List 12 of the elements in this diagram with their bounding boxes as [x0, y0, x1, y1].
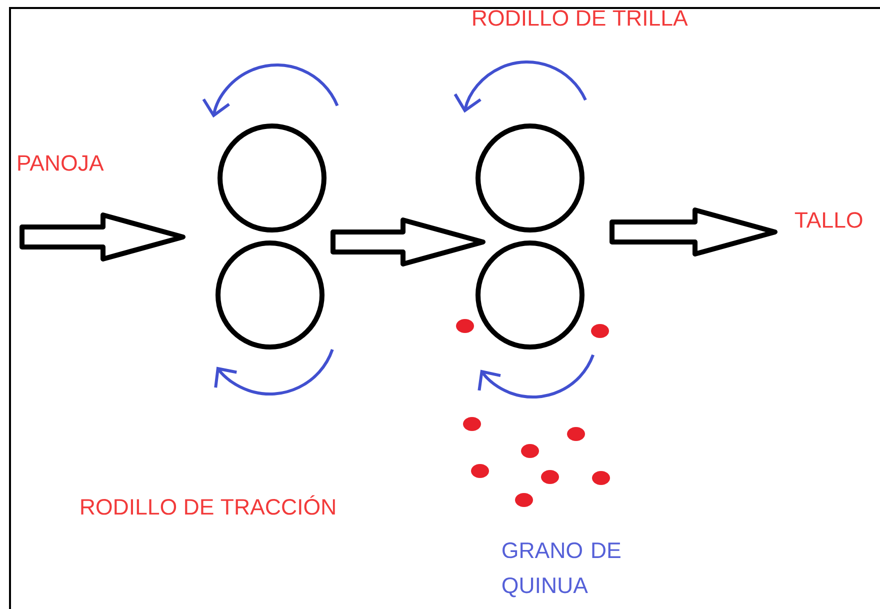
roller-circle [216, 240, 325, 350]
roller-circle [218, 124, 327, 233]
hollow-arrow [330, 218, 486, 266]
part-label: RODILLO DE TRILLA [473, 10, 688, 26]
part-label: RODILLO DE TRACCIÓN [81, 495, 335, 515]
flow-label: TALLO [794, 212, 862, 228]
hollow-arrow [610, 208, 778, 256]
hollow-arrow [20, 212, 186, 262]
part-label: GRANO DE QUINUA [502, 542, 620, 598]
roller-circle [476, 240, 585, 350]
flow-label: PANOJA [18, 155, 104, 171]
roller-circle [476, 124, 585, 233]
